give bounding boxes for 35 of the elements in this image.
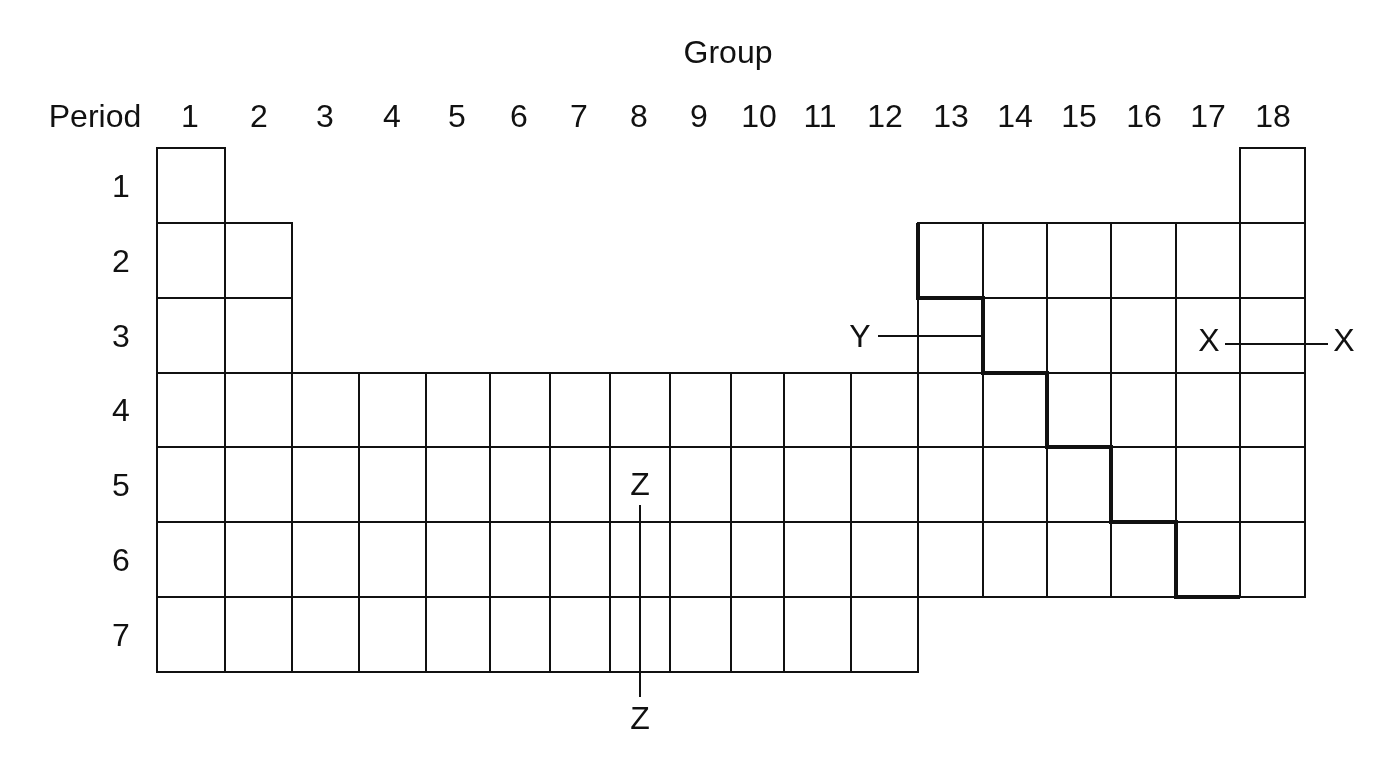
group-number: 16 — [1126, 98, 1162, 134]
period-number: 3 — [112, 317, 130, 354]
period-number: 4 — [112, 392, 130, 428]
group-number: 13 — [933, 98, 969, 134]
group-number: 11 — [803, 98, 837, 134]
period-number: 2 — [112, 242, 130, 279]
leader-line — [877, 335, 984, 337]
period-number: 7 — [112, 616, 130, 653]
period-number: 1 — [112, 167, 130, 204]
leader-line — [1224, 343, 1329, 345]
group-number: 5 — [448, 98, 466, 134]
element-letter: X — [1330, 321, 1358, 359]
group-number: 17 — [1190, 98, 1226, 134]
period-number: 6 — [112, 541, 130, 578]
axis-title: Group — [683, 34, 773, 70]
group-number: 3 — [316, 98, 334, 134]
group-number: 6 — [510, 98, 528, 134]
element-letter: Z — [626, 699, 654, 737]
group-number: 4 — [383, 98, 401, 134]
group-number: 8 — [630, 98, 648, 134]
group-number: 10 — [741, 98, 777, 134]
period-number: 5 — [112, 466, 130, 503]
group-number: 12 — [867, 98, 903, 134]
element-letter: Y — [846, 317, 874, 355]
element-letter: X — [1195, 321, 1223, 359]
group-number: 1 — [181, 98, 199, 134]
group-number: 2 — [250, 98, 268, 134]
axis-title: Period — [48, 98, 142, 134]
group-number: 14 — [997, 98, 1033, 134]
group-number: 15 — [1061, 98, 1097, 134]
group-number: 7 — [570, 98, 588, 134]
element-letter: Z — [626, 465, 654, 503]
group-number: 9 — [690, 98, 708, 134]
group-number: 18 — [1255, 98, 1291, 134]
leader-line — [639, 504, 641, 698]
